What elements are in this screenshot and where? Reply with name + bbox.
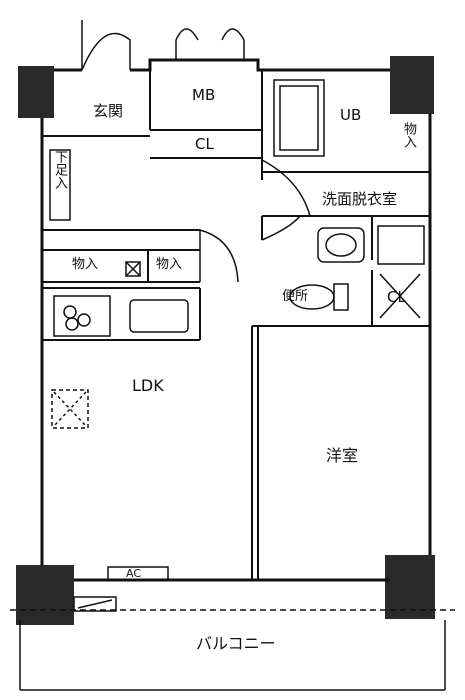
air-conditioner-label: AC — [126, 567, 142, 580]
ldk-label: LDK — [132, 376, 164, 395]
western-room-label: 洋室 — [326, 446, 359, 465]
fixtures — [49, 79, 425, 581]
closet-hall-label: CL — [195, 135, 214, 153]
storage-right-label: 物入 — [401, 122, 416, 148]
balcony-railing — [10, 596, 455, 691]
closet-wc-label: CL — [387, 288, 406, 306]
inner-walls — [42, 70, 430, 580]
toilet-label: 便所 — [282, 289, 309, 304]
structural-columns — [16, 56, 435, 625]
storage-left-label: 物入 — [72, 257, 99, 272]
unit-bath-label: UB — [340, 106, 362, 124]
shoe-box-label: 下足入 — [52, 150, 67, 189]
entrance-label: 玄関 — [93, 102, 124, 120]
washroom-label: 洗面脱衣室 — [322, 190, 398, 208]
door-swings — [81, 20, 311, 283]
meter-box-label: MB — [192, 86, 216, 104]
storage-mid-label: 物入 — [156, 257, 183, 272]
balcony-label: バルコニー — [196, 634, 276, 653]
